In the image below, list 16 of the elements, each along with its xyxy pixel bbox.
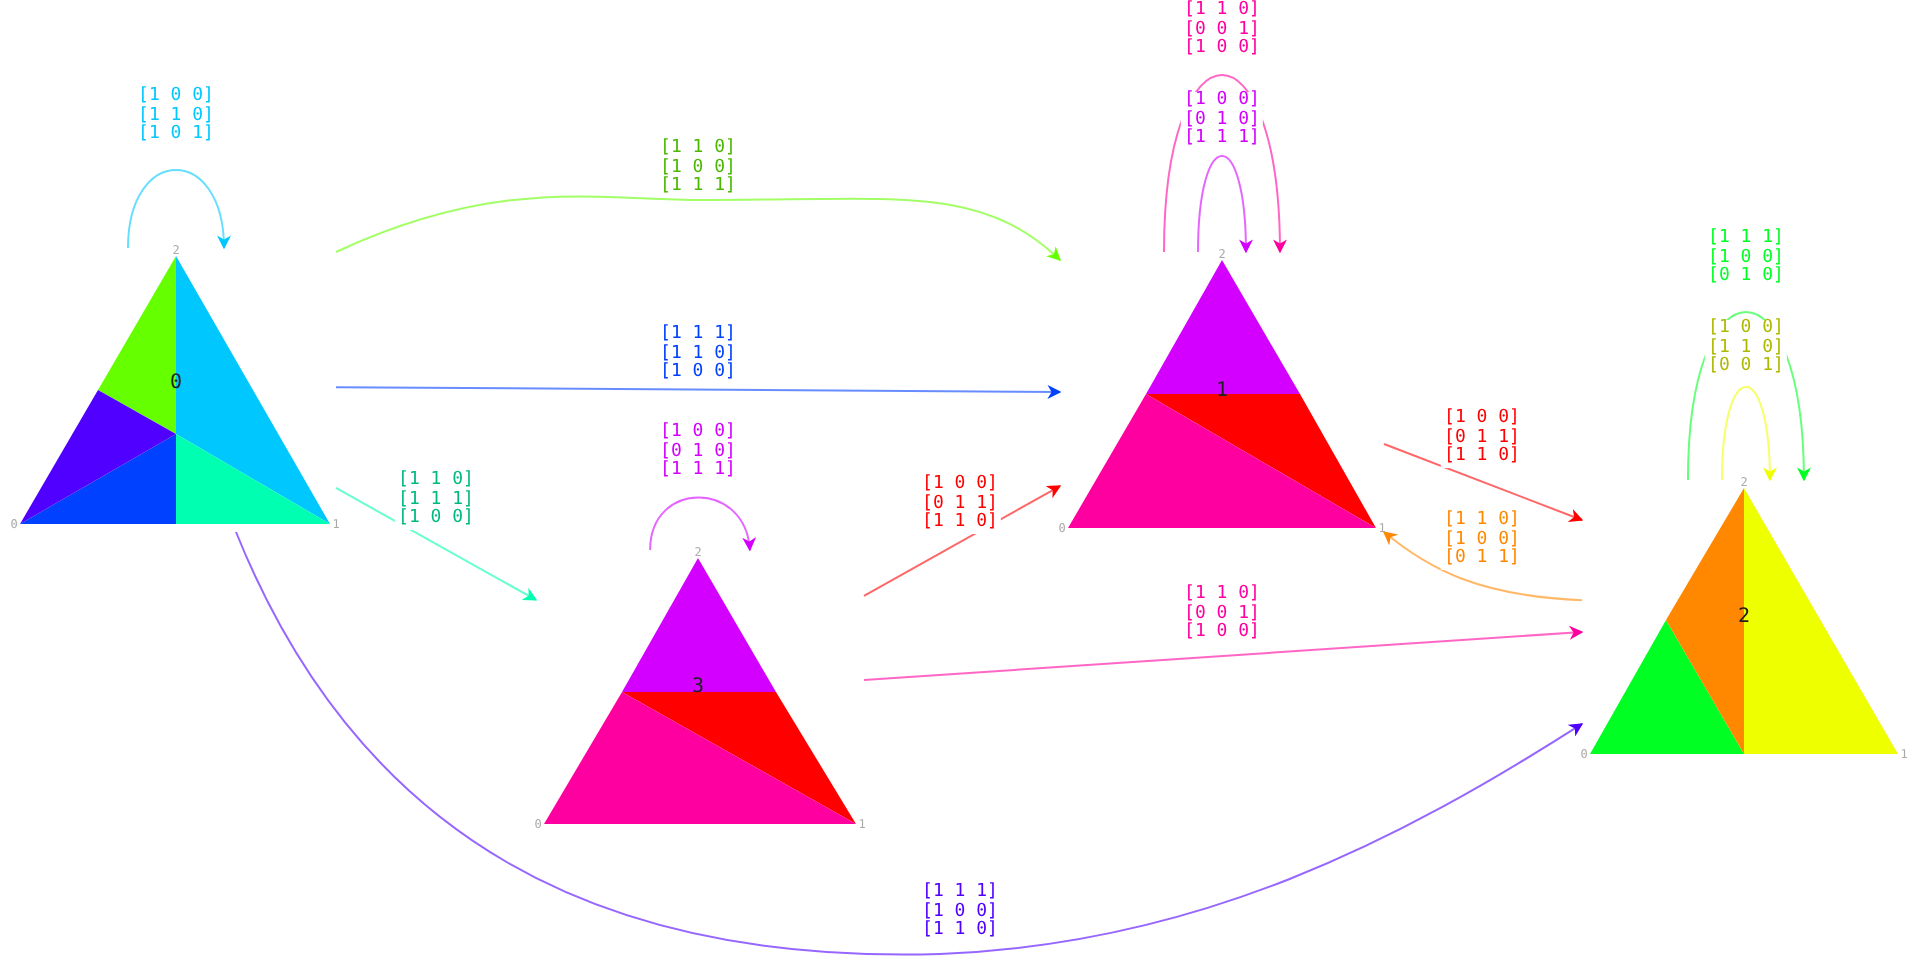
- arrow: [1382, 531, 1583, 602]
- loop-arrow: [1197, 155, 1253, 254]
- arrow: [235, 531, 1584, 955]
- arrow: [335, 384, 1062, 399]
- loop-arrow: [127, 169, 230, 250]
- arrow: [1383, 443, 1584, 523]
- node-number: 2: [1737, 608, 1751, 628]
- arrow: [335, 487, 538, 601]
- edge-label: [1 0 0] [1 1 0] [0 0 1]: [1704, 320, 1788, 377]
- node-number: 0: [169, 374, 183, 394]
- edge-label: [1 0 0] [0 1 0] [1 1 1]: [1180, 92, 1264, 149]
- loop-arrow: [1720, 386, 1777, 482]
- arrow: [335, 195, 1062, 261]
- arrow: [863, 625, 1584, 681]
- loop-arrow: [649, 496, 755, 552]
- arrow: [863, 485, 1062, 597]
